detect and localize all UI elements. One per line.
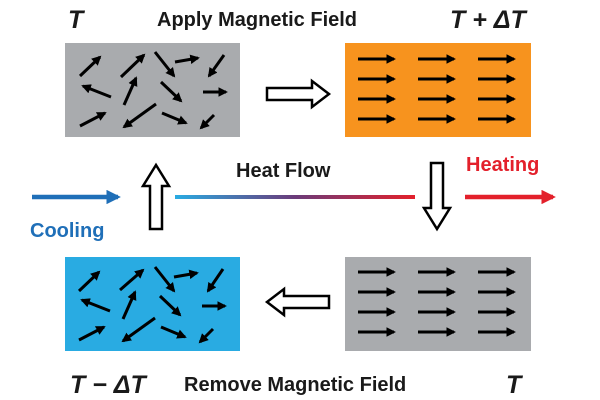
- top-left-temperature-label: T: [68, 6, 84, 34]
- bottom-left-temperature-label: T − ΔT: [70, 371, 146, 399]
- magnetic-moment-arrow-icon: [77, 266, 227, 344]
- hollow-arrow-icon: [265, 78, 332, 110]
- top-right-block-aligned: [345, 43, 531, 137]
- magnetic-moment-arrow-icon: [78, 51, 228, 130]
- hollow-arrow-icon: [264, 286, 331, 318]
- hollow-arrow-icon: [421, 161, 453, 232]
- magnetic-moment-arrow-icon: [358, 54, 516, 124]
- top-right-temperature-label: T + ΔT: [450, 6, 526, 34]
- apply-field-title: Apply Magnetic Field: [157, 9, 358, 31]
- bottom-left-block-disordered: [65, 257, 240, 351]
- remove-field-title: Remove Magnetic Field: [184, 374, 407, 396]
- heating-label: Heating: [466, 154, 540, 176]
- hollow-arrow-icon: [140, 162, 172, 231]
- bottom-right-temperature-label: T: [506, 371, 522, 399]
- bottom-right-block-aligned: [345, 257, 531, 351]
- cooling-label: Cooling: [30, 220, 105, 242]
- gradient-line-icon: [175, 195, 415, 199]
- magnetic-moment-arrow-icon: [358, 267, 516, 337]
- heat-flow-label: Heat Flow: [236, 160, 331, 182]
- top-left-block-disordered: [65, 43, 240, 137]
